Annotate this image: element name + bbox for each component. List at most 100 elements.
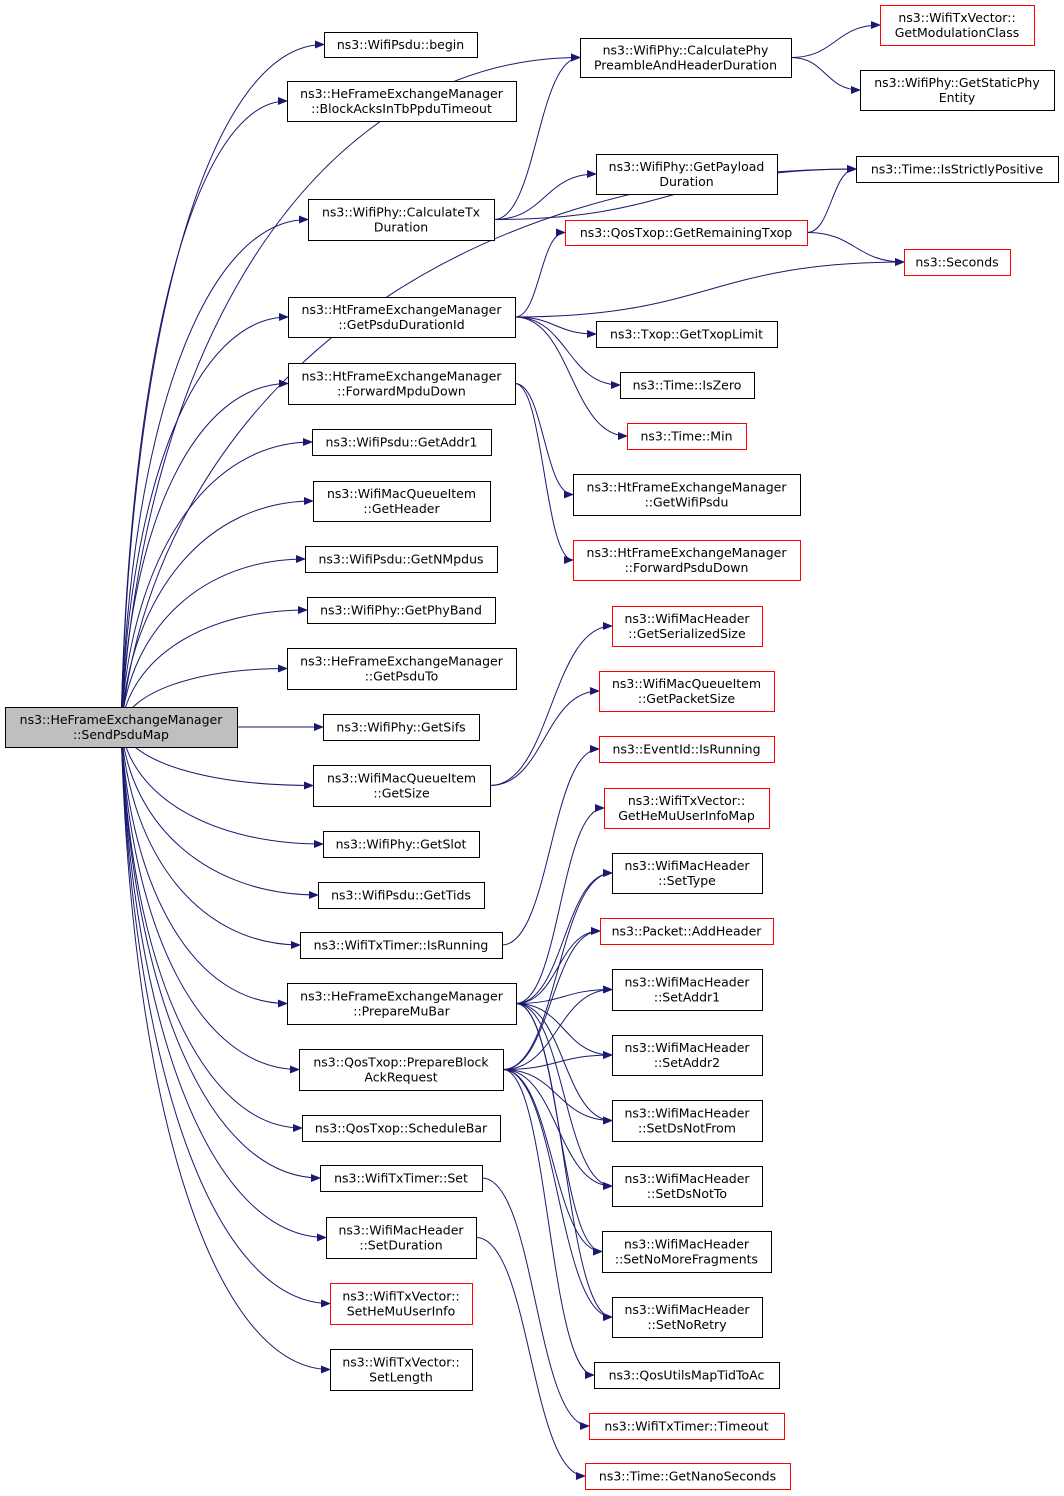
node-addheader[interactable]: ns3::Packet::AddHeader [600, 918, 774, 945]
node-strictpos[interactable]: ns3::Time::IsStrictlyPositive [856, 156, 1059, 183]
edge-mq-size-to-serialsize [489, 622, 613, 786]
node-serialsize[interactable]: ns3::WifiMacHeader::GetSerializedSize [612, 606, 763, 647]
edge-root-to-mq-header [120, 497, 314, 728]
node-label: ns3::HeFrameExchangeManager [300, 989, 504, 1004]
node-timemin[interactable]: ns3::Time::Min [627, 423, 747, 450]
node-setduration[interactable]: ns3::WifiMacHeader::SetDuration [326, 1217, 477, 1259]
node-getaddr1[interactable]: ns3::WifiPsdu::GetAddr1 [312, 429, 492, 456]
node-txtimer-set[interactable]: ns3::WifiTxTimer::Set [320, 1165, 483, 1192]
node-gettids[interactable]: ns3::WifiPsdu::GetTids [318, 882, 485, 909]
node-hemumap[interactable]: ns3::WifiTxVector::GetHeMuUserInfoMap [604, 788, 770, 829]
node-label: ns3::Time::IsStrictlyPositive [871, 162, 1044, 177]
node-box [856, 156, 1059, 183]
node-remtxop[interactable]: ns3::QosTxop::GetRemainingTxop [565, 220, 808, 246]
edge-ht-fwdmpdu-to-ht-fwdpsdu [514, 383, 574, 564]
edge-prepmubar-to-setaddr2 [515, 1003, 613, 1059]
node-ht-fwdmpdu[interactable]: ns3::HtFrameExchangeManager::ForwardMpdu… [288, 363, 516, 405]
node-box [612, 969, 763, 1011]
node-modclass[interactable]: ns3::WifiTxVector::GetModulationClass [880, 5, 1035, 46]
node-prepmubar[interactable]: ns3::HeFrameExchangeManager::PrepareMuBa… [287, 983, 517, 1025]
node-getphyband[interactable]: ns3::WifiPhy::GetPhyBand [307, 597, 496, 624]
node-label: ns3::WifiPsdu::GetAddr1 [326, 435, 478, 450]
node-getsifs[interactable]: ns3::WifiPhy::GetSifs [323, 714, 480, 741]
node-root[interactable]: ns3::HeFrameExchangeManager::SendPsduMap [5, 707, 238, 748]
edge-root-to-setlength [120, 726, 331, 1374]
node-setdsnotfrom[interactable]: ns3::WifiMacHeader::SetDsNotFrom [612, 1100, 763, 1142]
node-label: ns3::WifiMacHeader [624, 1040, 750, 1055]
node-getpsduto[interactable]: ns3::HeFrameExchangeManager::GetPsduTo [287, 648, 517, 690]
edge-root-to-txtimer-running [120, 726, 301, 949]
node-calc-preamble[interactable]: ns3::WifiPhy::CalculatePhyPreambleAndHea… [580, 38, 792, 78]
node-mq-header[interactable]: ns3::WifiMacQueueItem::GetHeader [313, 481, 491, 522]
node-label: ns3::WifiMacHeader [624, 611, 750, 626]
node-setnoretry[interactable]: ns3::WifiMacHeader::SetNoRetry [612, 1297, 763, 1338]
node-box [620, 372, 755, 399]
node-eventrunning[interactable]: ns3::EventId::IsRunning [599, 736, 775, 763]
node-setaddr1[interactable]: ns3::WifiMacHeader::SetAddr1 [612, 969, 763, 1011]
node-psdu-begin[interactable]: ns3::WifiPsdu::begin [324, 32, 478, 58]
node-sethemu[interactable]: ns3::WifiTxVector::SetHeMuUserInfo [330, 1283, 473, 1325]
edge-ht-fwdmpdu-to-ht-getwifipsdu [514, 383, 574, 499]
node-label: ns3::WifiTxTimer::Timeout [604, 1419, 768, 1434]
node-txtimer-running[interactable]: ns3::WifiTxTimer::IsRunning [300, 932, 503, 959]
node-setdsnotto[interactable]: ns3::WifiMacHeader::SetDsNotTo [612, 1166, 763, 1207]
node-label: ::GetPsduTo [365, 669, 439, 684]
node-mq-size[interactable]: ns3::WifiMacQueueItem::GetSize [313, 765, 491, 807]
node-iszero[interactable]: ns3::Time::IsZero [620, 372, 755, 399]
edge-root-to-calc-preamble [120, 53, 581, 728]
node-txoplimit[interactable]: ns3::Txop::GetTxopLimit [596, 321, 778, 348]
node-ht-fwdpsdu[interactable]: ns3::HtFrameExchangeManager::ForwardPsdu… [573, 540, 801, 581]
node-box [612, 1035, 763, 1076]
node-label: ns3::WifiPhy::GetPhyBand [320, 603, 482, 618]
node-box [287, 648, 517, 690]
node-setaddr2[interactable]: ns3::WifiMacHeader::SetAddr2 [612, 1035, 763, 1076]
node-box [313, 481, 491, 522]
node-ht-getwifipsdu[interactable]: ns3::HtFrameExchangeManager::GetWifiPsdu [573, 474, 801, 516]
node-label: Duration [659, 174, 713, 189]
node-box [318, 882, 485, 909]
node-label: ns3::HtFrameExchangeManager [587, 545, 788, 560]
edge-prepmubar-to-setnoretry [515, 1003, 613, 1321]
node-box [880, 5, 1035, 46]
node-getnanos[interactable]: ns3::Time::GetNanoSeconds [585, 1463, 791, 1490]
node-label: ns3::Time::IsZero [633, 378, 742, 393]
node-label: ns3::WifiMacHeader [624, 1171, 750, 1186]
node-label: ns3::WifiMacHeader [624, 975, 750, 990]
node-box [565, 220, 808, 246]
node-label: ns3::WifiPhy::GetPayload [609, 159, 765, 174]
node-blockacks[interactable]: ns3::HeFrameExchangeManager::BlockAcksIn… [287, 81, 517, 122]
node-schedbar[interactable]: ns3::QosTxop::ScheduleBar [302, 1115, 501, 1142]
edge-root-to-getslot [120, 726, 324, 848]
node-seconds[interactable]: ns3::Seconds [904, 249, 1011, 276]
node-txtimeout[interactable]: ns3::WifiTxTimer::Timeout [589, 1413, 785, 1440]
edge-prepbar-to-addheader [502, 927, 601, 1070]
node-box [594, 1362, 780, 1389]
node-packetsize[interactable]: ns3::WifiMacQueueItem::GetPacketSize [599, 671, 775, 712]
node-box [604, 788, 770, 829]
node-label: ::SetAddr2 [654, 1055, 720, 1070]
node-setlength[interactable]: ns3::WifiTxVector::SetLength [330, 1349, 473, 1391]
edge-remtxop-to-seconds [806, 232, 905, 266]
edge-root-to-txtimer-set [120, 726, 321, 1182]
node-box [580, 38, 792, 78]
node-getslot[interactable]: ns3::WifiPhy::GetSlot [323, 831, 480, 858]
node-getnmpdus[interactable]: ns3::WifiPsdu::GetNMpdus [305, 546, 498, 573]
node-settype[interactable]: ns3::WifiMacHeader::SetType [612, 853, 763, 894]
node-label: ns3::WifiMacQueueItem [612, 676, 761, 691]
node-label: ns3::QosUtilsMapTidToAc [609, 1368, 765, 1383]
node-qosutils[interactable]: ns3::QosUtilsMapTidToAc [594, 1362, 780, 1389]
edge-calc-preamble-to-staticphy [790, 57, 861, 94]
node-box [308, 199, 495, 241]
node-label: ::SetNoRetry [647, 1317, 727, 1332]
node-box [596, 154, 778, 195]
edge-root-to-getphyband [120, 606, 308, 728]
node-label: ::SetDuration [359, 1238, 442, 1253]
node-ht-getpsdu[interactable]: ns3::HtFrameExchangeManager::GetPsduDura… [288, 297, 516, 338]
node-setnomorefrag[interactable]: ns3::WifiMacHeader::SetNoMoreFragments [602, 1231, 772, 1273]
edge-remtxop-to-strictpos [806, 165, 857, 233]
node-label: ns3::QosTxop::PrepareBlock [313, 1055, 489, 1070]
